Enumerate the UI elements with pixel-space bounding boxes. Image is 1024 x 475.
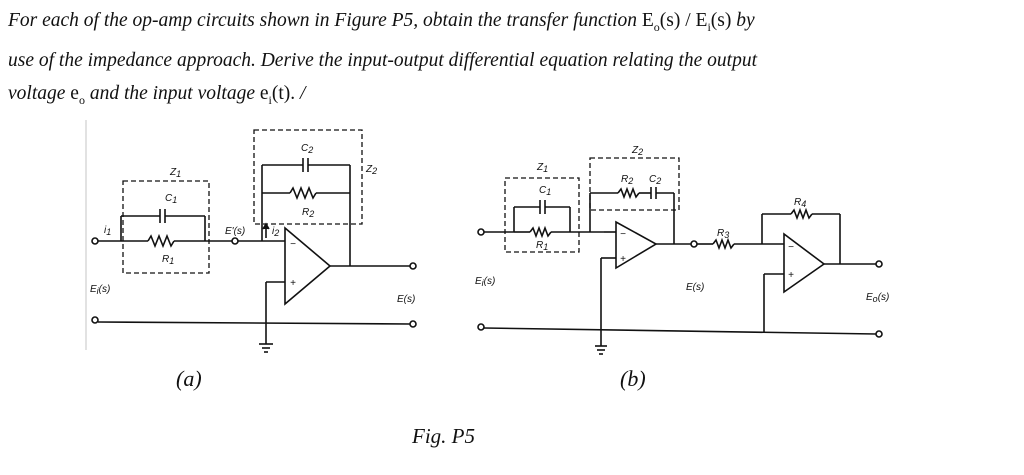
plus-sign-a: + — [290, 278, 296, 289]
resistor-r1-b — [529, 225, 552, 239]
label-z2-a: Z2 — [365, 164, 377, 176]
plus-sign-b1: + — [620, 254, 626, 265]
label-r1-b: R1 — [536, 240, 548, 252]
resistor-r4-b — [790, 207, 813, 221]
circuit-b — [477, 186, 883, 355]
edit-mark: / — [300, 82, 306, 104]
ground-terminal-b-right — [875, 330, 883, 338]
label-c2-a: C2 — [301, 143, 313, 155]
caption-a: (a) — [176, 366, 202, 391]
problem-line-2: use of the impedance approach. Derive th… — [8, 49, 757, 71]
minus-sign-b2: − — [788, 242, 794, 253]
output-terminal-b — [875, 260, 883, 268]
z1-box-b — [504, 177, 580, 253]
label-ei-b: Ei(s) — [475, 276, 495, 288]
label-c1-b: C1 — [539, 185, 551, 197]
ground-terminal-b-left — [477, 323, 485, 331]
label-r2-b: R2 — [621, 174, 633, 186]
resistor-r1 — [147, 233, 175, 249]
resistor-r2-b — [617, 186, 640, 200]
labels-a: Z1 C1 R1 i1 Z2 C2 R2 E'(s) i2 − + Ei(s) … — [90, 143, 415, 305]
plus-sign-b2: + — [788, 270, 794, 281]
label-z1-b: Z1 — [536, 162, 548, 174]
minus-sign-b1: − — [620, 229, 626, 240]
label-z2-b: Z2 — [631, 145, 643, 157]
label-e-prime-a: E'(s) — [225, 226, 245, 237]
problem-statement: For each of the op-amp circuits shown in… — [8, 4, 1014, 117]
resistor-r2 — [289, 185, 317, 201]
figure-p5: Z1 C1 R1 i1 Z2 C2 R2 E'(s) i2 − + Ei(s) … — [85, 120, 889, 355]
ground-terminal-a-right — [409, 320, 417, 328]
label-r1-a: R1 — [162, 254, 174, 266]
ground-terminal-a-left — [91, 316, 99, 324]
label-c1-a: C1 — [165, 193, 177, 205]
op-amp-b1 — [615, 220, 658, 270]
label-z1-a: Z1 — [169, 167, 181, 179]
node-e-b — [690, 240, 698, 248]
labels-b: Z1 Z2 C1 R1 R2 C2 R3 R4 − + − + Ei(s) E(… — [475, 145, 889, 304]
label-r3-b: R3 — [717, 228, 729, 240]
z2-box-a — [253, 129, 363, 225]
z1-box-a — [122, 180, 210, 274]
label-i2-a: i2 — [272, 226, 279, 238]
input-terminal-b — [477, 228, 485, 236]
transfer-function: Eo(s) / Ei(s) — [641, 10, 732, 34]
figure-caption: Fig. P5 — [412, 424, 475, 448]
label-e-b: E(s) — [686, 282, 704, 293]
label-i1-a: i1 — [104, 225, 111, 237]
label-r2-a: R2 — [302, 207, 314, 219]
node-e-prime — [231, 237, 239, 245]
label-r4-b: R4 — [794, 197, 806, 209]
problem-line-1: For each of the op-amp circuits shown in… — [8, 10, 755, 34]
problem-line-3: voltage eo and the input voltage ei(t). … — [8, 82, 306, 107]
z2-box-b — [589, 157, 680, 211]
caption-b: (b) — [620, 366, 646, 391]
input-terminal-a — [91, 237, 99, 245]
op-amp-a — [284, 226, 332, 306]
label-eo-a: E(s) — [397, 294, 415, 305]
op-amp-b2 — [783, 232, 826, 294]
label-eo-b: Eo(s) — [866, 292, 889, 304]
label-c2-b: C2 — [649, 174, 661, 186]
dashed-boxes-a — [122, 129, 363, 274]
dashed-boxes-b — [504, 157, 680, 253]
resistor-r3-b — [712, 237, 735, 251]
minus-sign-a: − — [290, 239, 296, 250]
label-ei-a: Ei(s) — [90, 284, 110, 296]
output-terminal-a — [409, 262, 417, 270]
circuit-a — [91, 158, 417, 353]
